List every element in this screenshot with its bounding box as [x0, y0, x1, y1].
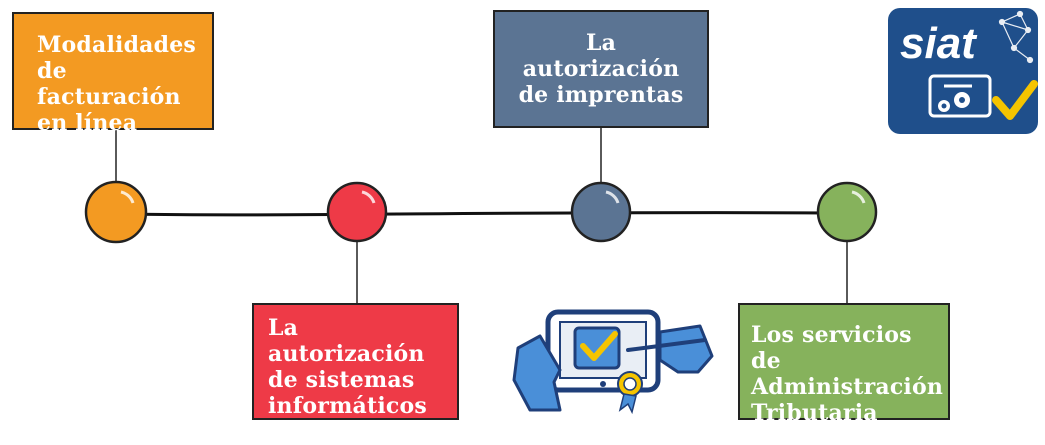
box-line: Modalidades [37, 32, 196, 58]
box-line: informáticos [268, 393, 427, 419]
node-circle-red [326, 181, 388, 243]
node-circle-blue [570, 181, 632, 243]
box-autorizacion-sistemas: La autorización de sistemas informáticos… [252, 303, 459, 445]
box-modalidades: Modalidades de facturación en línea [12, 12, 214, 136]
tablet-checkbox-signature-icon [512, 309, 714, 415]
logo-text: siat [900, 19, 978, 68]
box-line: en línea [37, 110, 138, 136]
timeline-line [115, 211, 848, 217]
timeline-connectors [115, 128, 848, 303]
box-line: La autorización [268, 315, 425, 367]
box-line: Los servicios de [751, 322, 912, 374]
box-line: autorización [522, 56, 680, 82]
box-autorizacion-imprentas: La autorización de imprentas [493, 10, 709, 128]
box-line: de imprentas [518, 82, 684, 108]
node-circle-green [816, 181, 878, 243]
node-circle-orange [84, 180, 148, 244]
siat-logo: siat [888, 8, 1038, 134]
box-line: La [585, 30, 617, 56]
box-line: Administración [751, 374, 944, 400]
box-line: de facturación [268, 419, 450, 445]
box-line: de facturación [37, 58, 181, 110]
timeline-nodes [84, 180, 878, 244]
box-line: de sistemas [268, 367, 415, 393]
